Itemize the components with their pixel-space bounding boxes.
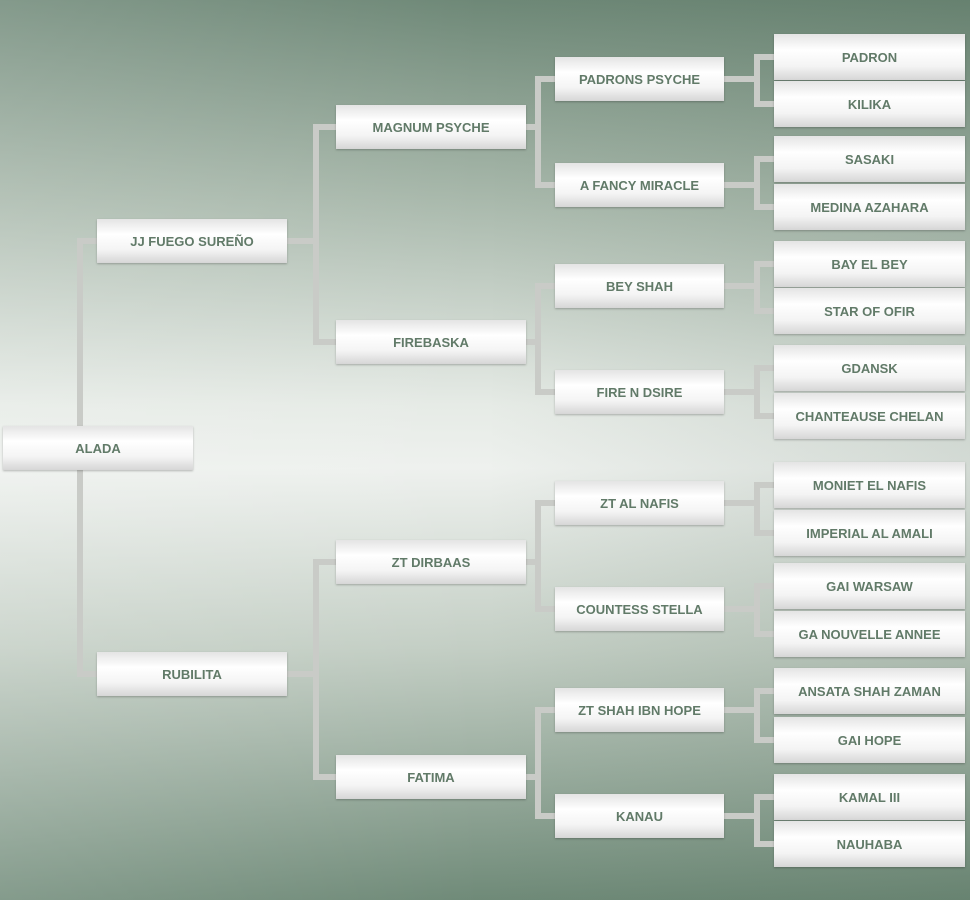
pedigree-box-gen3[interactable]: COUNTESS STELLA [555,587,724,631]
connector-line [526,774,538,780]
connector-line [754,261,774,267]
connector-line [526,124,538,130]
connector-line [754,737,774,743]
connector-line [535,813,555,819]
connector-line [724,813,757,819]
connector-line [754,101,774,107]
pedigree-box-gen4[interactable]: GA NOUVELLE ANNEE [774,611,965,657]
connector-line [754,583,774,589]
connector-line [313,339,336,345]
pedigree-box-gen2[interactable]: FIREBASKA [336,320,526,364]
connector-line [724,389,757,395]
connector-line [754,365,760,419]
connector-line [313,124,319,345]
connector-line [754,308,774,314]
connector-line [754,794,774,800]
pedigree-box-gen4[interactable]: CHANTEAUSE CHELAN [774,393,965,439]
connector-line [313,559,319,780]
connector-line [754,54,760,107]
pedigree-box-gen2[interactable]: ZT DIRBAAS [336,540,526,584]
pedigree-box-gen4[interactable]: GAI WARSAW [774,563,965,609]
pedigree-box-gen4[interactable]: GAI HOPE [774,717,965,763]
pedigree-box-gen0[interactable]: ALADA [3,426,193,470]
connector-line [535,389,555,395]
connector-line [77,671,97,677]
connector-line [754,156,760,210]
connector-line [754,156,774,162]
pedigree-box-gen1[interactable]: JJ FUEGO SUREÑO [97,219,287,263]
pedigree-box-gen3[interactable]: PADRONS PSYCHE [555,57,724,101]
pedigree-box-gen2[interactable]: MAGNUM PSYCHE [336,105,526,149]
connector-line [535,707,541,819]
connector-line [313,774,336,780]
connector-line [754,794,760,847]
pedigree-box-gen4[interactable]: KAMAL III [774,774,965,820]
connector-line [724,76,757,82]
connector-line [724,283,757,289]
connector-line [754,261,760,314]
pedigree-box-gen4[interactable]: NAUHABA [774,821,965,867]
connector-line [535,500,555,506]
connector-line [535,283,555,289]
pedigree-box-gen4[interactable]: BAY EL BEY [774,241,965,287]
connector-line [754,688,774,694]
pedigree-box-gen4[interactable]: IMPERIAL AL AMALI [774,510,965,556]
connector-line [754,583,760,637]
connector-line [754,204,774,210]
connector-line [754,631,774,637]
connector-line [724,707,757,713]
connector-line [754,413,774,419]
pedigree-box-gen4[interactable]: GDANSK [774,345,965,391]
pedigree-box-gen1[interactable]: RUBILITA [97,652,287,696]
pedigree-box-gen4[interactable]: STAR OF OFIR [774,288,965,334]
pedigree-box-gen3[interactable]: ZT SHAH IBN HOPE [555,688,724,732]
connector-line [535,500,541,612]
connector-line [754,482,774,488]
connector-line [313,559,336,565]
connector-line [724,500,757,506]
connector-line [535,283,541,395]
connector-line [535,606,555,612]
pedigree-box-gen3[interactable]: A FANCY MIRACLE [555,163,724,207]
connector-line [754,841,774,847]
connector-line [754,688,760,743]
pedigree-box-gen4[interactable]: KILIKA [774,81,965,127]
connector-line [526,339,538,345]
connector-line [287,671,316,677]
connector-line [535,76,541,188]
pedigree-box-gen4[interactable]: MONIET EL NAFIS [774,462,965,508]
pedigree-box-gen4[interactable]: SASAKI [774,136,965,182]
connector-line [724,606,757,612]
connector-line [754,530,774,536]
connector-line [724,182,757,188]
pedigree-box-gen3[interactable]: FIRE N DSIRE [555,370,724,414]
connector-line [535,76,555,82]
connector-line [754,365,774,371]
connector-line [754,54,774,60]
pedigree-box-gen4[interactable]: MEDINA AZAHARA [774,184,965,230]
connector-line [535,707,555,713]
pedigree-box-gen4[interactable]: PADRON [774,34,965,80]
pedigree-box-gen3[interactable]: ZT AL NAFIS [555,481,724,525]
connector-line [535,182,555,188]
connector-line [313,124,336,130]
connector-line [287,238,316,244]
pedigree-box-gen2[interactable]: FATIMA [336,755,526,799]
connector-line [754,482,760,536]
pedigree-box-gen3[interactable]: KANAU [555,794,724,838]
pedigree-box-gen3[interactable]: BEY SHAH [555,264,724,308]
connector-line [526,559,538,565]
connector-line [77,238,97,244]
pedigree-box-gen4[interactable]: ANSATA SHAH ZAMAN [774,668,965,714]
